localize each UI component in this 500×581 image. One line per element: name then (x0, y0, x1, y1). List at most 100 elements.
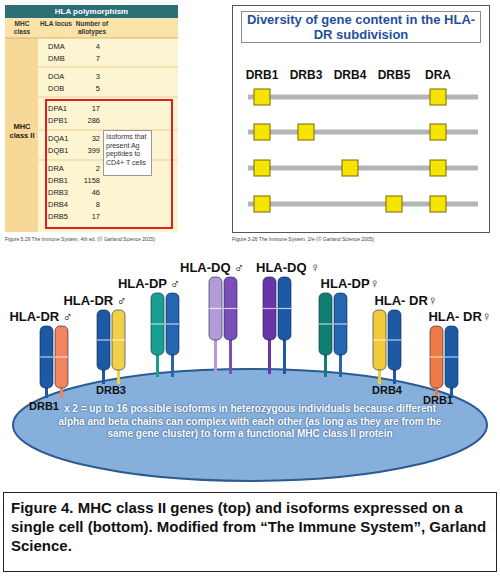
domain-divider (40, 356, 53, 357)
panel-title: Diversity of gene content in the HLA-DR … (241, 11, 481, 43)
gene-box (298, 124, 314, 140)
cell-membrane (13, 369, 487, 481)
gene-box (254, 89, 270, 105)
source-note: Figure 3-26 The Immune System, 2/e (© Ga… (232, 236, 490, 242)
membrane-stem (324, 353, 327, 377)
column-header: Number of allotypes (72, 20, 112, 36)
locus-cell: DQB1 (48, 146, 84, 156)
count-cell: 2 (80, 164, 100, 174)
locus-cell: DRB1 (48, 176, 84, 186)
gene-header: DRB4 (330, 68, 370, 82)
molecule-art (252, 261, 324, 376)
gene-label: DRB1 (418, 394, 458, 407)
callout-text: Isoforms that present Ag peptides to CD4… (106, 133, 149, 167)
gene-header: DRB1 (242, 68, 282, 82)
membrane-stem (171, 353, 174, 377)
locus-cell: DRA (48, 164, 84, 174)
count-cell: 7 (80, 54, 100, 64)
membrane-stem (283, 338, 286, 374)
caption-box: Figure 4. MHC class II genes (top) and i… (3, 492, 497, 572)
locus-cell: DMA (48, 42, 84, 52)
count-cell: 3 (80, 72, 100, 82)
count-cell: 399 (80, 146, 100, 156)
gene-label: DRB4 (367, 384, 407, 397)
gene-box (430, 89, 446, 105)
table-body (38, 38, 178, 232)
membrane-stem (117, 368, 120, 384)
mhc-molecule: HLA-DR ♂ (59, 294, 131, 386)
gene-label: DRB1 (24, 400, 64, 413)
domain-divider (388, 339, 401, 340)
protein-chain (40, 326, 53, 388)
locus-cell: DOA (48, 72, 84, 82)
molecule-art (176, 261, 248, 376)
count-cell: 32 (80, 134, 100, 144)
molecule-label: HLA-DP ♂ (113, 277, 185, 291)
protein-chain (55, 326, 68, 388)
count-cell: 46 (80, 188, 100, 198)
gene-header: DRB3 (286, 68, 326, 82)
row-rule (38, 97, 178, 98)
row-rule (5, 38, 178, 39)
gene-box (430, 124, 446, 140)
count-cell: 17 (80, 212, 100, 222)
mhc-molecule: HLA-DQ ♂ (176, 261, 248, 376)
molecule-label: HLA- DR♀ (370, 294, 442, 308)
source-note: Figure 5.29 The Immune System, 4th ed. (… (5, 236, 180, 242)
domain-divider (151, 323, 164, 324)
domain-divider (112, 339, 125, 340)
locus-cell: DMB (48, 54, 84, 64)
locus-cell: DPB1 (48, 116, 84, 126)
protein-chain (112, 310, 125, 370)
gene-header: DRA (418, 68, 458, 82)
domain-divider (334, 323, 347, 324)
molecule-label: HLA- DR♀ (424, 310, 496, 324)
membrane-stem (393, 368, 396, 384)
count-cell: 17 (80, 104, 100, 114)
membrane-stem (102, 368, 105, 384)
molecule-art (113, 277, 185, 379)
protein-chain (224, 277, 237, 340)
molecule-label: HLA-DR ♂ (5, 310, 77, 324)
membrane-stem (229, 338, 232, 374)
protein-chain (388, 310, 401, 370)
protein-chain (445, 326, 458, 388)
gene-box (254, 196, 270, 212)
mhc-molecule: HLA-DR ♂ (5, 310, 77, 400)
gene-header: DRB5 (374, 68, 414, 82)
class-column (5, 38, 38, 232)
membrane-stem (378, 368, 381, 384)
protein-chain (319, 293, 332, 355)
domain-divider (445, 356, 458, 357)
caption-text: Figure 4. MHC class II genes (top) and i… (11, 498, 489, 555)
gene-box (342, 160, 358, 176)
table-header-bar (5, 5, 178, 18)
column-header: HLA locus (39, 20, 73, 28)
molecule-label: HLA-DR ♂ (59, 294, 131, 308)
membrane-stem (268, 338, 271, 374)
membrane-stem (339, 353, 342, 377)
count-cell: 1158 (80, 176, 100, 186)
locus-cell: DRB5 (48, 212, 84, 222)
domain-divider (166, 323, 179, 324)
membrane-stem (214, 338, 217, 374)
domain-divider (224, 308, 237, 309)
domain-divider (97, 339, 110, 340)
protein-chain (373, 310, 386, 370)
domain-divider (373, 339, 386, 340)
locus-cell: DRB4 (48, 200, 84, 210)
protein-chain (166, 293, 179, 355)
gene-box (430, 160, 446, 176)
locus-cell: DRB3 (48, 188, 84, 198)
count-cell: 8 (80, 200, 100, 210)
count-cell: 286 (80, 116, 100, 126)
locus-cell: DQA1 (48, 134, 84, 144)
cell-ellipse: x 2 = up to 16 possible isoforms in hete… (12, 368, 488, 482)
row-rule (38, 67, 178, 68)
molecule-label: HLA-DQ ♂ (176, 261, 248, 275)
mhc-molecule: HLA- DR♀ (424, 310, 496, 400)
molecule-label: HLA-DP♀ (314, 277, 386, 291)
protein-chain (263, 277, 276, 340)
gene-box (254, 124, 270, 140)
